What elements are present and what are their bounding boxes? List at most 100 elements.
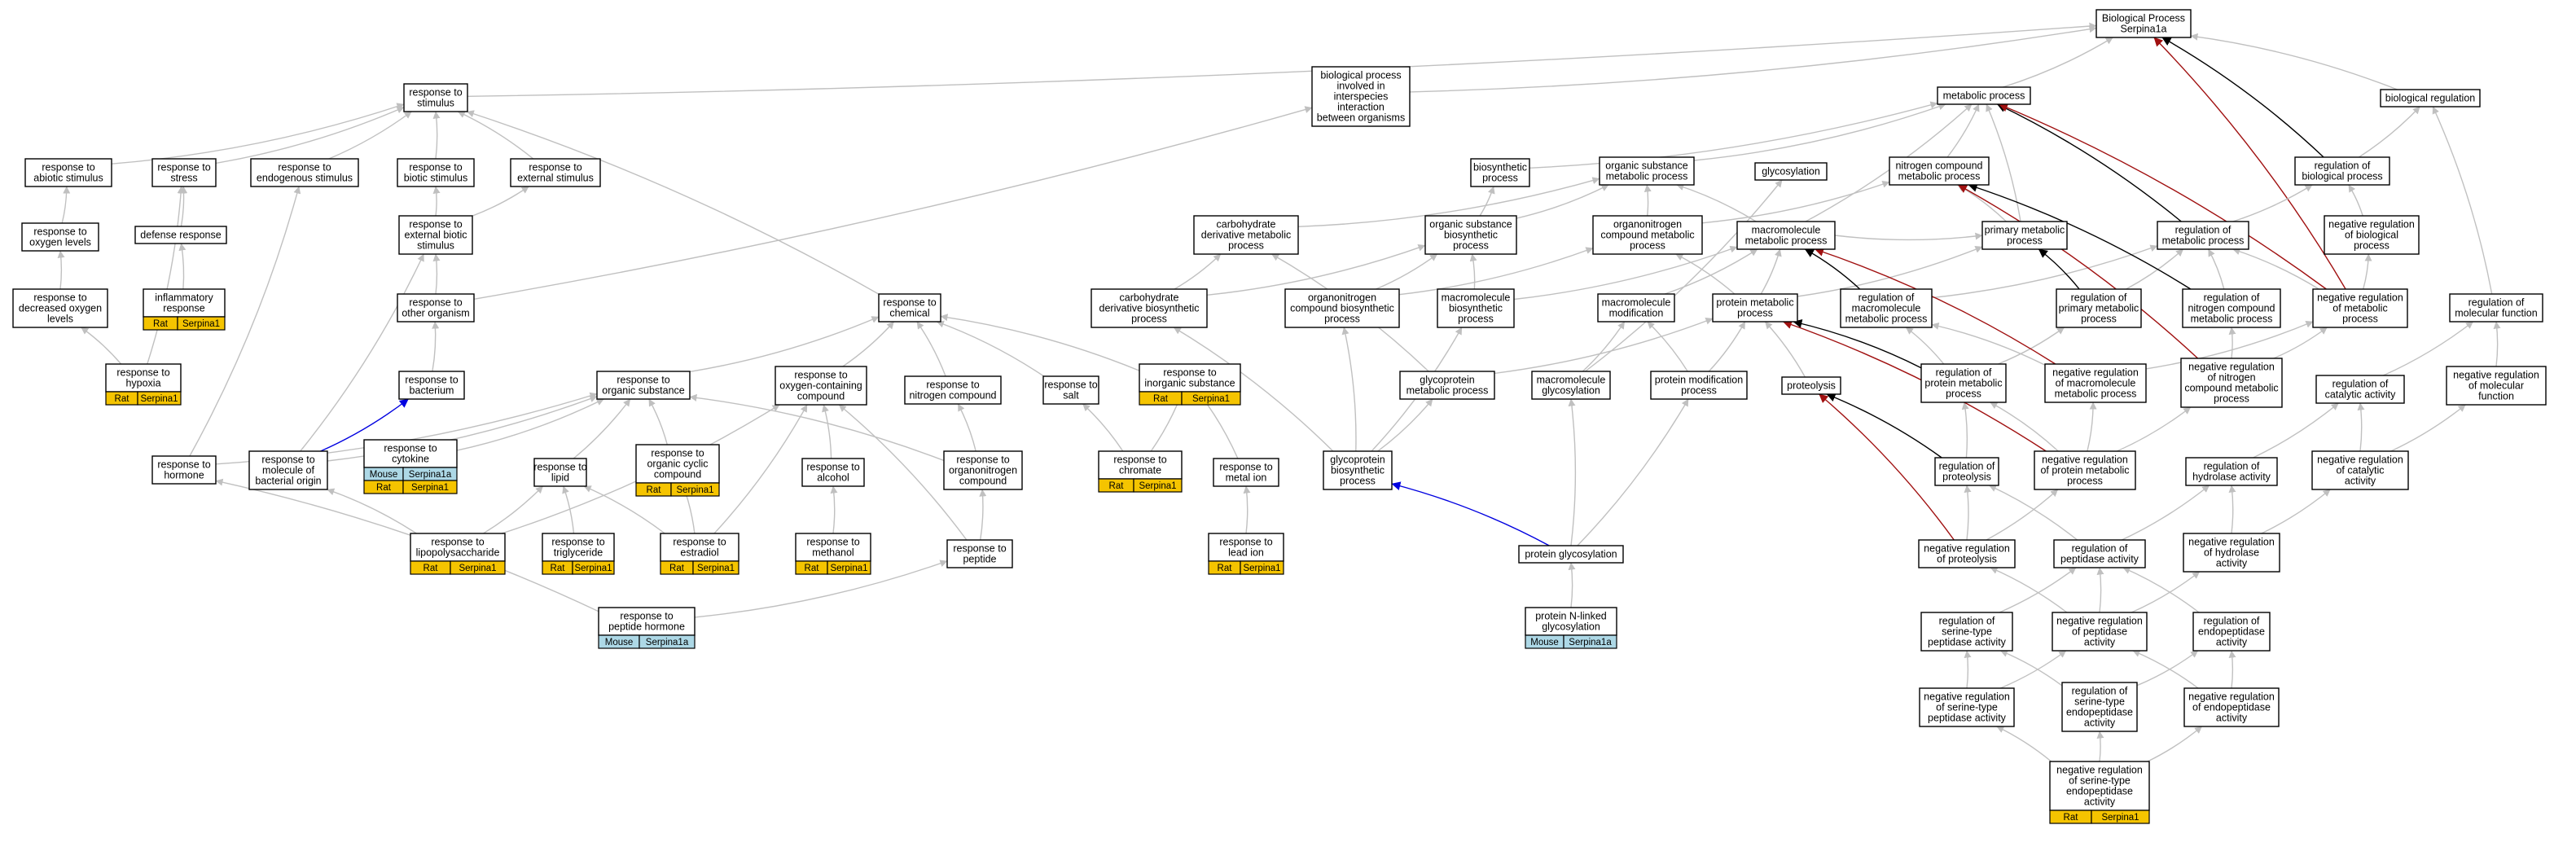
term-node-bio_reg[interactable]: biological regulation — [2380, 89, 2481, 108]
term-box — [24, 158, 112, 187]
term-label-line: peptide hormone — [608, 621, 685, 633]
term-box — [1736, 221, 1836, 250]
term-node-met_proc[interactable]: metabolic process — [1937, 86, 2031, 105]
term-label-line: metabolic process — [2055, 388, 2137, 400]
term-label-line: organic substance — [1605, 160, 1688, 172]
edge-resp_lps-to-resp_bact_mol — [327, 488, 417, 534]
term-box — [2192, 612, 2271, 652]
term-label-line: Biological Process — [2102, 13, 2185, 24]
term-box — [2311, 450, 2409, 490]
term-node-proteolysis[interactable]: proteolysis — [1781, 376, 1841, 395]
term-node-reg_serine_endopept[interactable]: regulation ofserine-typeendopeptidaseact… — [2061, 682, 2138, 732]
edge-defense-to-resp_stress — [180, 186, 188, 227]
term-box — [1712, 293, 1798, 323]
term-node-glycosylation[interactable]: glycosylation — [1754, 162, 1828, 181]
term-box — [1889, 156, 1990, 186]
term-node-defense[interactable]: defense response — [134, 226, 227, 244]
term-node-protein_glyco[interactable]: protein glycosylation — [1518, 545, 1624, 564]
